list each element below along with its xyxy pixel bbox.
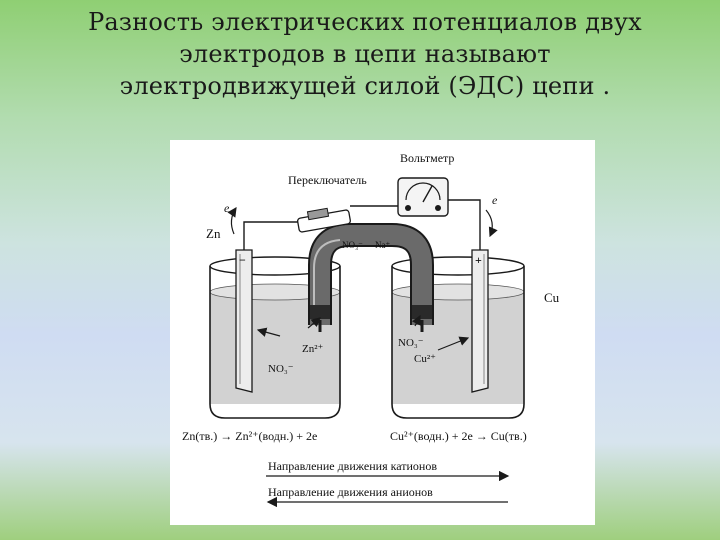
no3-right-label: NO₃⁻ [398,337,424,349]
switch-icon [297,207,351,233]
left-beaker-wall [209,266,341,419]
copper-electrode [471,249,489,393]
zn-ion-arrow [307,317,321,329]
anode-equation: Zn(тв.) → Zn²⁺(водн.) + 2e [182,429,317,443]
cu-ion-arrow [437,336,470,351]
right-beaker-rim [391,256,525,276]
electron-label-left: e [224,201,230,215]
cathode-equation: Cu²⁺(водн.) + 2e → Cu(тв.) [390,429,527,443]
salt-bridge [308,223,434,332]
no3-left-label: NO₃⁻ [268,363,294,375]
anion-direction-label: Направление движения анионов [268,485,433,499]
bridge-anion-label: NO₃⁻ [342,240,363,250]
anode-label: Zn [206,226,221,241]
electron-label-right: e [492,193,498,207]
zn-ion-label: Zn²⁺ [302,343,324,355]
electron-flow-right-arrow [485,209,498,238]
slide-title: Разность электрических потенциалов двух … [40,6,690,102]
minus-sign: − [239,253,246,267]
voltmeter-label: Вольтметр [400,151,454,165]
cation-direction-label: Направление движения катионов [268,459,437,473]
external-circuit-wire [243,199,481,250]
left-beaker-rim [209,256,341,276]
bridge-cation-label: Na⁺ [375,240,390,250]
no3-right-arrow [411,314,421,327]
right-beaker-wall [391,266,525,419]
zinc-electrode [235,249,253,393]
voltmeter-icon [397,177,449,217]
title-line-2: электродов в цепи называют [179,40,551,68]
anion-arrow-left [256,327,281,337]
switch-label: Переключатель [288,173,367,187]
cathode-label: Cu [544,290,560,305]
plus-sign: + [475,253,482,267]
title-line-1: Разность электрических потенциалов двух [88,8,642,36]
electron-flow-left-arrow [227,207,237,235]
title-line-3: электродвижущей силой (ЭДС) цепи . [119,72,611,100]
galvanic-cell-diagram: Вольтметр Переключатель e e Zn Cu − + NO… [182,151,560,508]
galvanic-cell-figure: Вольтметр Переключатель e e Zn Cu − + NO… [170,140,595,525]
cu-ion-label: Cu²⁺ [414,353,436,365]
